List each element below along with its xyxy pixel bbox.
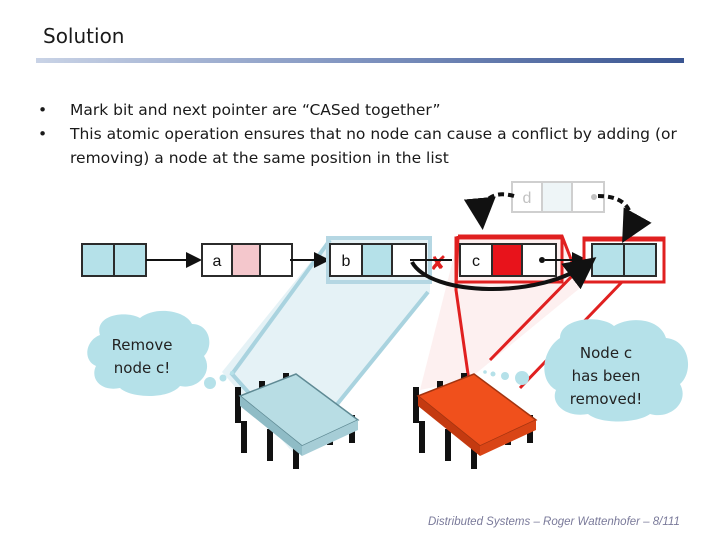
bypass-pointer: [410, 257, 597, 291]
node-d-label: d: [523, 190, 532, 207]
bullet-marker: •: [38, 101, 48, 119]
insert-pointer-right: [597, 194, 652, 243]
node-a: a: [201, 243, 293, 277]
right-bubble-line-3: removed!: [570, 390, 643, 408]
node-d: d: [511, 181, 605, 213]
node-b-label: b: [342, 253, 351, 270]
left-thought-bubble: Remove node c!: [87, 310, 234, 396]
head-node: [81, 243, 147, 277]
bullet-item: • Mark bit and next pointer are “CASed to…: [38, 98, 688, 122]
bullet-list: • Mark bit and next pointer are “CASed to…: [38, 98, 688, 170]
slide-title: Solution: [43, 24, 125, 48]
bullet-text: This atomic operation ensures that no no…: [70, 125, 677, 167]
bullet-text: Mark bit and next pointer are “CASed tog…: [70, 101, 441, 119]
title-underline: [36, 58, 684, 63]
tail-node: [582, 236, 666, 284]
node-c-label: c: [472, 253, 480, 270]
node-c: c: [454, 236, 564, 284]
bullet-marker: •: [38, 125, 48, 143]
right-thought-bubble: Node c has been removed!: [483, 319, 689, 422]
left-processor-icon: [235, 373, 360, 469]
node-a-label: a: [213, 253, 222, 270]
footer-text: Distributed Systems – Roger Wattenhofer …: [428, 516, 680, 528]
insert-pointer-left: [463, 192, 515, 230]
right-processor-icon: [413, 373, 538, 469]
right-view-region: [420, 240, 580, 390]
right-bubble-line-1: Node c: [580, 344, 632, 362]
left-bubble-line-1: Remove: [112, 336, 173, 354]
left-bubble-line-2: node c!: [114, 359, 170, 377]
cross-mark: ✘: [430, 251, 447, 275]
bullet-item: • This atomic operation ensures that no n…: [38, 122, 688, 170]
right-bubble-line-2: has been: [572, 367, 641, 385]
